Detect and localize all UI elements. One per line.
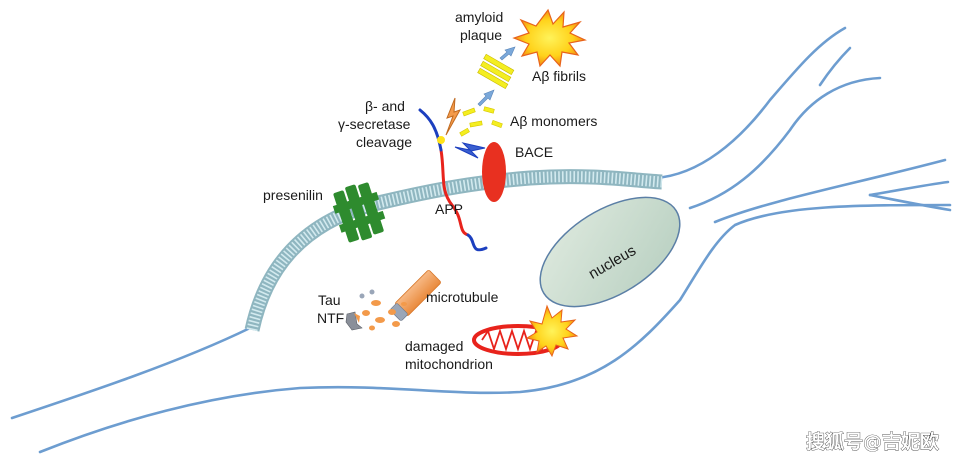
- bace-enzyme: [482, 142, 506, 202]
- label-ab-fibrils: Aβ fibrils: [532, 68, 586, 84]
- label-damaged-2: mitochondrion: [405, 356, 493, 372]
- nucleus: [539, 196, 681, 308]
- plaque-burst-icon: [512, 8, 587, 68]
- label-amyloid-plaque-2: plaque: [460, 27, 502, 43]
- watermark: 搜狐号@吉妮欧: [806, 430, 939, 453]
- tau-ntf-fragments: [345, 289, 407, 331]
- lightning-blue-icon: [454, 142, 486, 159]
- label-tau: Tau: [318, 292, 341, 308]
- ab-monomers: [459, 106, 503, 137]
- label-ntf: NTF: [317, 310, 344, 326]
- label-amyloid-plaque-1: amyloid: [455, 9, 503, 25]
- label-damaged-1: damaged: [405, 338, 463, 354]
- presenilin-protein: [332, 182, 386, 243]
- label-ab-monomers: Aβ monomers: [510, 113, 597, 129]
- label-microtubule: microtubule: [426, 289, 499, 305]
- aggregation-arrows: [477, 46, 516, 107]
- label-bace: BACE: [515, 144, 553, 160]
- label-secretase-3: cleavage: [356, 134, 412, 150]
- label-secretase-1: β- and: [365, 98, 405, 114]
- neuron-outline: [10, 26, 952, 454]
- lightning-orange-icon: [445, 97, 462, 136]
- app-protein: [418, 108, 488, 252]
- label-app: APP: [435, 201, 463, 217]
- label-secretase-2: γ-secretase: [338, 116, 411, 132]
- damaged-mitochondrion: [472, 304, 579, 358]
- ab-fibrils: [477, 53, 515, 90]
- label-presenilin: presenilin: [263, 187, 323, 203]
- mitochondrion-burst-icon: [525, 304, 579, 358]
